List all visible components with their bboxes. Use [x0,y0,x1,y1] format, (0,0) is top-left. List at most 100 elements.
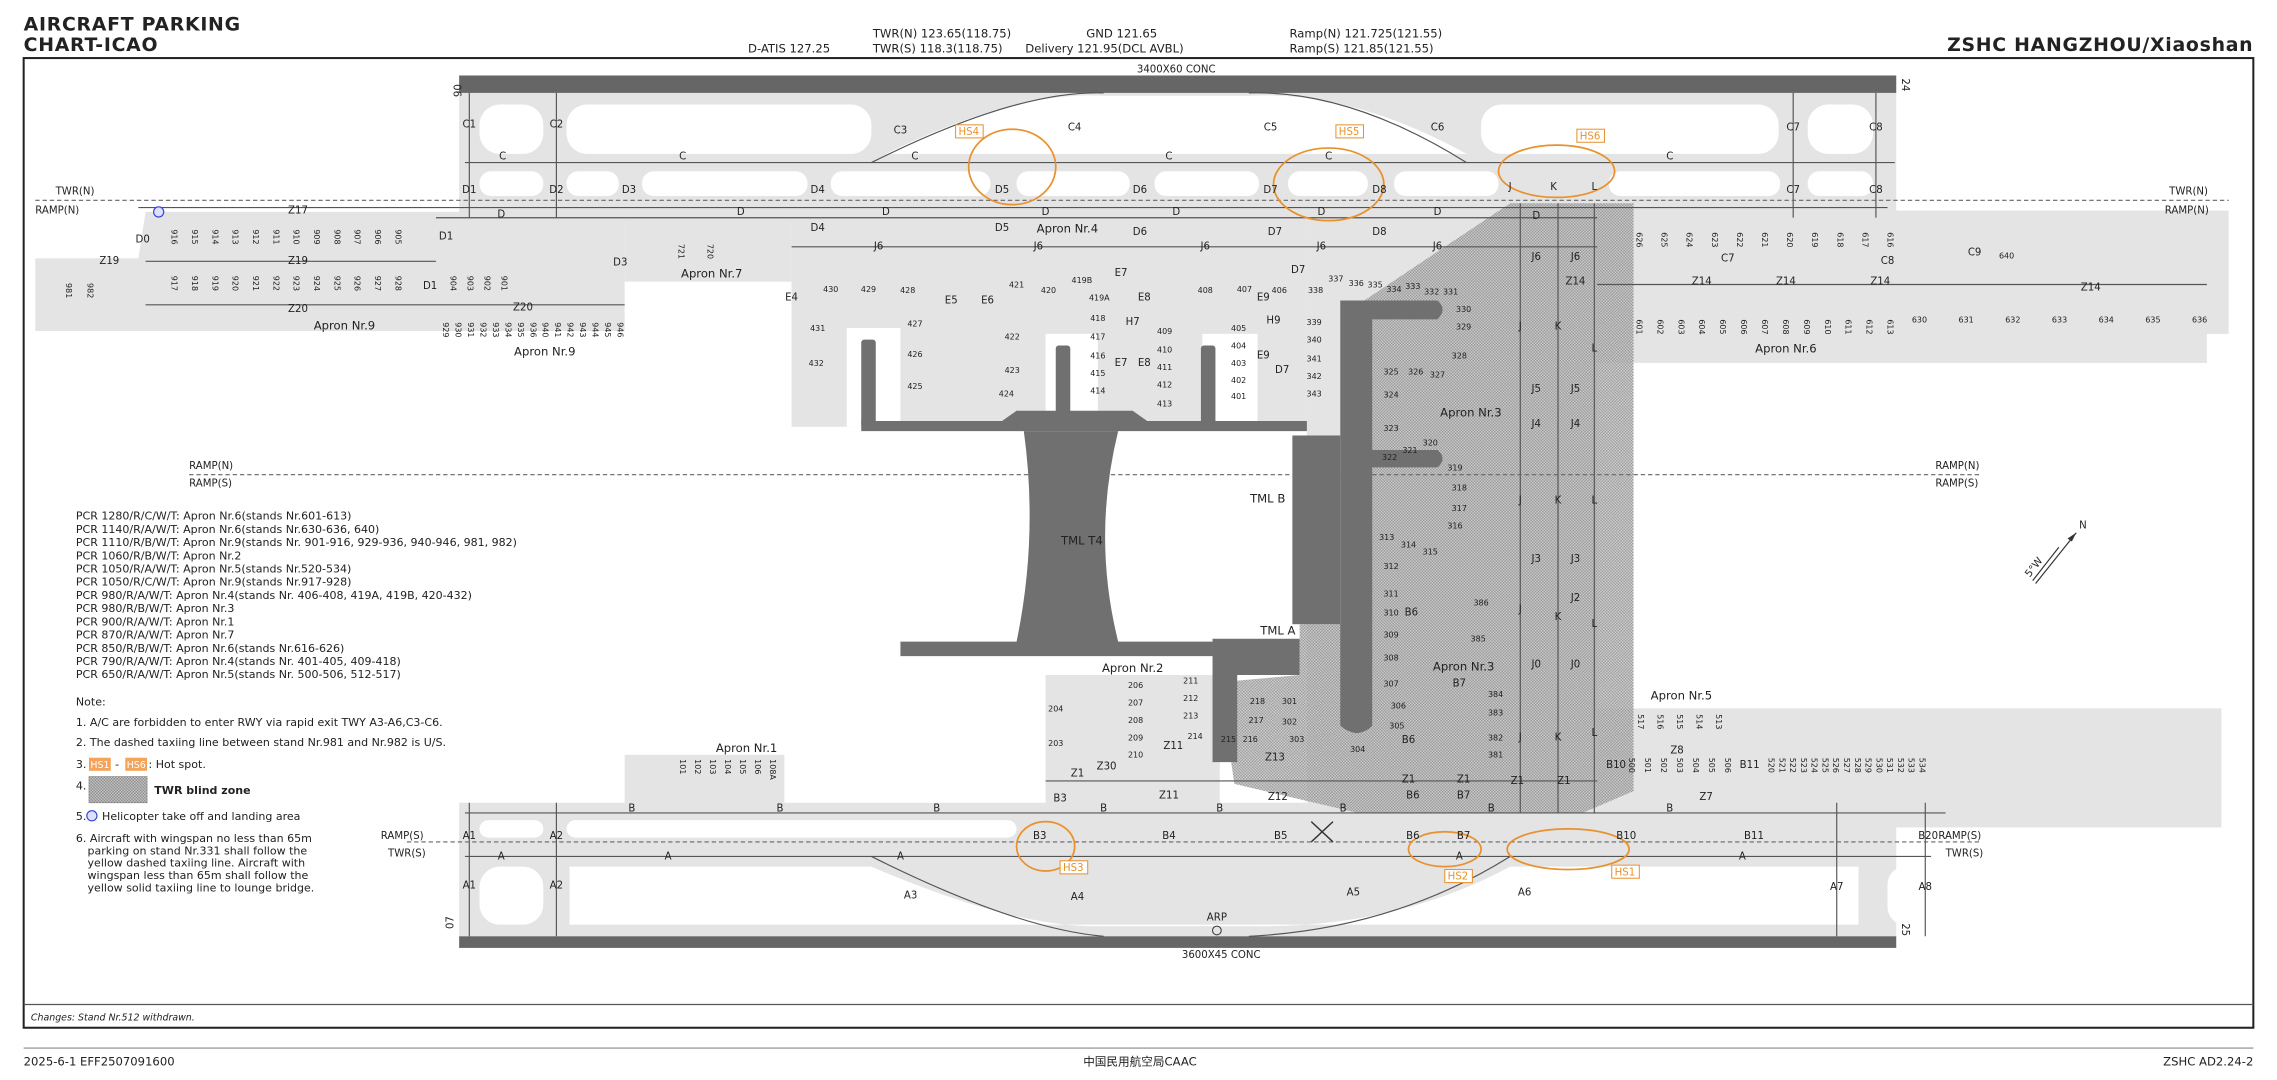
taxiway-label-j: J [1508,182,1512,193]
hotspot-legend-box [88,757,111,771]
apron-label: Apron Nr.5 [1651,689,1712,703]
runway-end-25: 25 [1899,923,1910,936]
stand-number: 610 [1823,319,1832,334]
taxiway-label-z14: Z14 [2081,282,2101,293]
taxiway-label-d: D [1042,207,1050,218]
stand-number: 623 [1710,232,1719,247]
stand-number: 206 [1128,681,1143,690]
hotspot-hs3-box [1059,860,1089,875]
stand-number: 304 [1350,745,1365,754]
taxiway-label-d: D [1317,207,1325,218]
taxiway-label-b10: B10 [1616,831,1636,842]
taxiway-label-c2: C2 [550,120,564,131]
stand-number: 211 [1183,677,1198,686]
taxiway-label-c6: C6 [1431,123,1445,134]
stand-number: 942 [566,322,575,337]
stand-number: 407 [1237,285,1252,294]
stand-number: 526 [1831,758,1840,773]
taxiway-label-e7: E7 [1115,358,1128,369]
taxiway-label-b20: B20 [1918,831,1938,842]
stand-number: 309 [1383,630,1398,639]
boundary-label-twr-n: TWR(N) [2168,187,2208,198]
stand-number: 927 [373,276,382,291]
stand-number: 500 [1627,758,1636,773]
taxiway-label-z17: Z17 [288,205,308,216]
note-3-from: HS1 [90,760,109,771]
taxiway-label-j5: J5 [1531,384,1541,395]
taxiway-label-j0: J0 [1531,660,1541,671]
hotspot-hs5-box [1335,124,1365,139]
runway-north-surface: 3400X60 CONC [1137,65,1216,76]
taxiway-label-d: D [1434,207,1442,218]
taxiway-label-j6: J6 [1200,242,1210,253]
taxiway-label-d1: D1 [423,281,437,292]
terminal-t4-label: TML T4 [1060,533,1103,547]
taxiway-label-c5: C5 [1264,123,1278,134]
stand-number: 414 [1090,386,1105,395]
stand-number: 316 [1447,521,1462,530]
footer-authority: 中国民用航空局CAAC [1083,1054,1196,1068]
taxiway-label-l: L [1591,496,1597,507]
apron-6-area [1597,210,2229,363]
taxiway-label-d7: D7 [1263,185,1277,196]
stand-number: 604 [1697,319,1706,334]
stand-number: 943 [578,322,587,337]
stand-number: 423 [1005,366,1020,375]
stand-number: 431 [810,324,825,333]
notes-title: Note: [76,695,106,708]
t4-pier-center [1055,345,1071,427]
taxiway-label-j3: J3 [1570,554,1580,565]
stand-number: 335 [1368,280,1383,289]
t4-pier-east [1200,345,1216,427]
taxiway-label-b3: B3 [1053,793,1066,804]
stand-number: 382 [1488,733,1503,742]
taxiway-label-l: L [1591,343,1597,354]
stand-number: 103 [708,759,717,774]
taxiway-label-j6: J6 [1316,242,1326,253]
stand-number: 318 [1452,484,1467,493]
stand-number: 106 [753,759,762,774]
taxiway-label-b5: B5 [1274,831,1287,842]
note-6-line: yellow dashed taxiing line. Aircraft wit… [88,857,306,870]
stand-number: 429 [861,285,876,294]
taxiway-label-j4: J4 [1570,419,1580,430]
stand-number: 921 [251,276,260,291]
taxiway-label-d: D [882,207,890,218]
pcr-entry: PCR 1050/R/A/W/T: Apron Nr.5(stands Nr.5… [76,563,351,576]
stand-number: 401 [1231,392,1246,401]
taxiway-label-c: C [1666,152,1673,163]
hotspot-markers [967,128,1631,872]
stand-number: 633 [2052,315,2067,324]
boundary-label-ramp-s: RAMP(S) [1938,831,1981,842]
note-3-sep: - [115,758,119,771]
stand-number: 307 [1383,680,1398,689]
stand-number: 929 [441,322,450,337]
taxiway-label-j: J [1518,732,1522,743]
stand-number: 607 [1760,319,1769,334]
stand-number: 916 [170,229,179,244]
taxiway-label-e7: E7 [1115,268,1128,279]
stand-number: 928 [393,276,402,291]
stand-number: 410 [1157,346,1172,355]
taxiway-label-j: J [1518,496,1522,507]
stand-number: 334 [1386,285,1401,294]
pcr-entry: PCR 980/R/A/W/T: Apron Nr.4(stands Nr. 4… [76,589,472,602]
taxiway-label-k: K [1555,322,1562,333]
taxiway-label-j0: J0 [1570,660,1580,671]
note-4-text: TWR blind zone [154,784,250,797]
pcr-entry: PCR 650/R/A/W/T: Apron Nr.5(stands Nr. 5… [76,668,401,681]
stand-number: 934 [503,322,512,337]
stand-number: 632 [2005,315,2020,324]
apron-7-area [624,214,792,282]
stand-number: 981 [64,283,73,298]
pcr-entry: PCR 1140/R/A/W/T: Apron Nr.6(stands Nr.6… [76,523,379,536]
stand-number: 311 [1383,590,1398,599]
taxiway-label-b6: B6 [1406,790,1419,801]
stand-number: 105 [738,759,747,774]
stand-number: 609 [1802,319,1811,334]
stand-number: 530 [1874,758,1883,773]
taxiway-label-d7: D7 [1275,365,1289,376]
taxiway-label-b: B [933,803,940,814]
boundary-label-ramp-s: RAMP(S) [1935,478,1978,489]
taxiway-label-d5: D5 [995,185,1009,196]
